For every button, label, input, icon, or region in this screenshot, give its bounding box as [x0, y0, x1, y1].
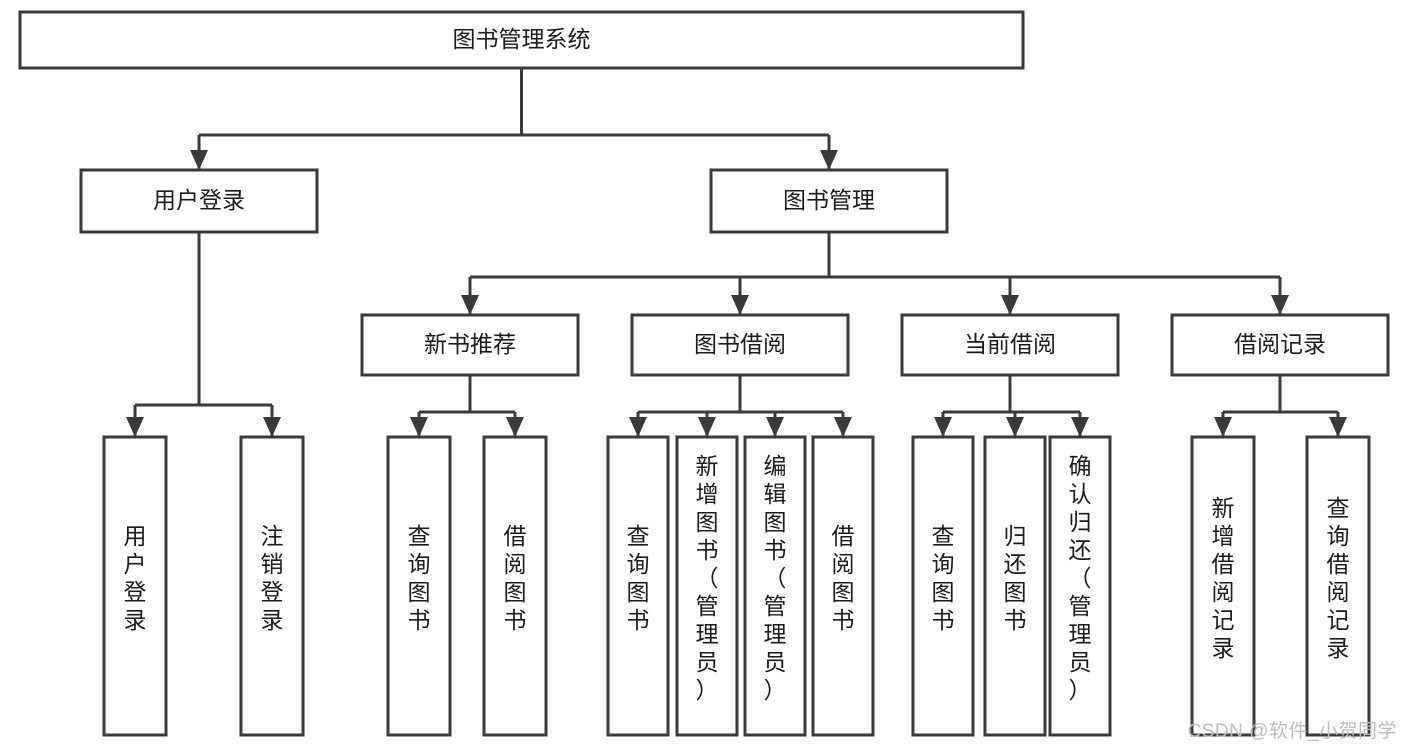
node-box-leaf-user-login: [102, 435, 168, 737]
node-box-leaf-borrow-book-2: [811, 435, 875, 737]
node-box-leaf-confirm-return: [1048, 435, 1112, 737]
node-borrow-record[interactable]: 借阅记录: [1170, 313, 1390, 377]
node-label-leaf-return-book: 归还图书: [1004, 523, 1027, 633]
edges-layer: [126, 68, 1347, 437]
node-leaf-query-book-2[interactable]: 查询图书: [606, 435, 670, 737]
node-leaf-return-book[interactable]: 归还图书: [983, 435, 1047, 737]
node-box-leaf-add-book: [675, 435, 739, 737]
node-box-leaf-query-record: [1305, 435, 1371, 737]
arrow-head-icon-leaf-query-record: [1329, 417, 1347, 437]
node-leaf-add-book[interactable]: 新增图书（管理员）: [675, 435, 739, 737]
node-label-leaf-borrow-book-1: 借阅图书: [504, 523, 527, 633]
node-box-book-borrow: [630, 313, 850, 377]
node-user-login[interactable]: 用户登录: [79, 168, 319, 234]
node-box-leaf-query-book-1: [386, 435, 452, 737]
arrow-head-icon-leaf-borrow-book-1: [506, 417, 524, 437]
node-leaf-query-book-3[interactable]: 查询图书: [911, 435, 975, 737]
node-label-leaf-add-book: 新增图书（管理员）: [696, 453, 719, 703]
node-label-book-borrow: 图书借阅: [694, 331, 786, 357]
node-leaf-borrow-book-1[interactable]: 借阅图书: [482, 435, 548, 737]
node-root[interactable]: 图书管理系统: [18, 10, 1025, 70]
arrow-head-icon-leaf-query-book-1: [410, 417, 428, 437]
node-leaf-query-record[interactable]: 查询借阅记录: [1305, 435, 1371, 737]
node-leaf-edit-book[interactable]: 编辑图书（管理员）: [743, 435, 807, 737]
node-box-new-book-rec: [360, 313, 580, 377]
arrow-head-icon-book-manage: [820, 150, 838, 170]
arrow-head-icon-leaf-return-book: [1006, 417, 1024, 437]
node-label-root: 图书管理系统: [453, 26, 591, 52]
arrow-head-icon-leaf-edit-book: [766, 417, 784, 437]
node-label-leaf-edit-book: 编辑图书（管理员）: [764, 453, 787, 703]
node-box-leaf-return-book: [983, 435, 1047, 737]
arrow-head-icon-new-book-rec: [461, 295, 479, 315]
node-label-leaf-add-record: 新增借阅记录: [1212, 495, 1235, 661]
arrow-head-icon-leaf-logout: [263, 417, 281, 437]
node-label-leaf-user-login: 用户登录: [124, 523, 147, 633]
node-current-borrow[interactable]: 当前借阅: [900, 313, 1120, 377]
arrow-head-icon-leaf-borrow-book-2: [834, 417, 852, 437]
node-leaf-user-login[interactable]: 用户登录: [102, 435, 168, 737]
node-label-leaf-confirm-return: 确认归还（管理员）: [1069, 453, 1092, 703]
node-label-leaf-borrow-book-2: 借阅图书: [832, 523, 855, 633]
node-leaf-borrow-book-2[interactable]: 借阅图书: [811, 435, 875, 737]
node-box-leaf-logout: [239, 435, 305, 737]
arrow-head-icon-borrow-record: [1271, 295, 1289, 315]
node-label-leaf-query-book-2: 查询图书: [627, 523, 650, 633]
node-box-leaf-edit-book: [743, 435, 807, 737]
arrow-head-icon-leaf-query-book-3: [934, 417, 952, 437]
node-label-leaf-query-book-3: 查询图书: [932, 523, 955, 633]
node-new-book-rec[interactable]: 新书推荐: [360, 313, 580, 377]
arrow-head-icon-leaf-confirm-return: [1071, 417, 1089, 437]
node-label-current-borrow: 当前借阅: [964, 331, 1056, 357]
arrow-head-icon-leaf-add-record: [1214, 417, 1232, 437]
arrow-head-icon-leaf-query-book-2: [629, 417, 647, 437]
node-box-leaf-borrow-book-1: [482, 435, 548, 737]
node-label-leaf-query-record: 查询借阅记录: [1327, 495, 1350, 661]
node-leaf-add-record[interactable]: 新增借阅记录: [1190, 435, 1256, 737]
node-box-borrow-record: [1170, 313, 1390, 377]
node-label-borrow-record: 借阅记录: [1234, 331, 1326, 357]
node-box-book-manage: [709, 168, 949, 234]
arrow-head-icon-leaf-user-login: [126, 417, 144, 437]
node-label-user-login: 用户登录: [153, 187, 245, 213]
arrow-head-icon-current-borrow: [1001, 295, 1019, 315]
node-label-book-manage: 图书管理: [783, 187, 875, 213]
node-leaf-logout[interactable]: 注销登录: [239, 435, 305, 737]
node-box-leaf-add-record: [1190, 435, 1256, 737]
node-box-root: [18, 10, 1025, 70]
arrow-head-icon-leaf-add-book: [698, 417, 716, 437]
node-book-manage[interactable]: 图书管理: [709, 168, 949, 234]
node-book-borrow[interactable]: 图书借阅: [630, 313, 850, 377]
node-label-leaf-logout: 注销登录: [261, 523, 284, 633]
arrow-head-icon-user-login: [190, 150, 208, 170]
node-box-leaf-query-book-2: [606, 435, 670, 737]
node-leaf-query-book-1[interactable]: 查询图书: [386, 435, 452, 737]
node-box-user-login: [79, 168, 319, 234]
node-box-current-borrow: [900, 313, 1120, 377]
node-leaf-confirm-return[interactable]: 确认归还（管理员）: [1048, 435, 1112, 737]
arrow-head-icon-book-borrow: [731, 295, 749, 315]
node-box-leaf-query-book-3: [911, 435, 975, 737]
node-label-leaf-query-book-1: 查询图书: [408, 523, 431, 633]
node-label-new-book-rec: 新书推荐: [424, 331, 516, 357]
nodes-layer: 图书管理系统用户登录图书管理新书推荐图书借阅当前借阅借阅记录用户登录注销登录查询…: [18, 10, 1390, 737]
